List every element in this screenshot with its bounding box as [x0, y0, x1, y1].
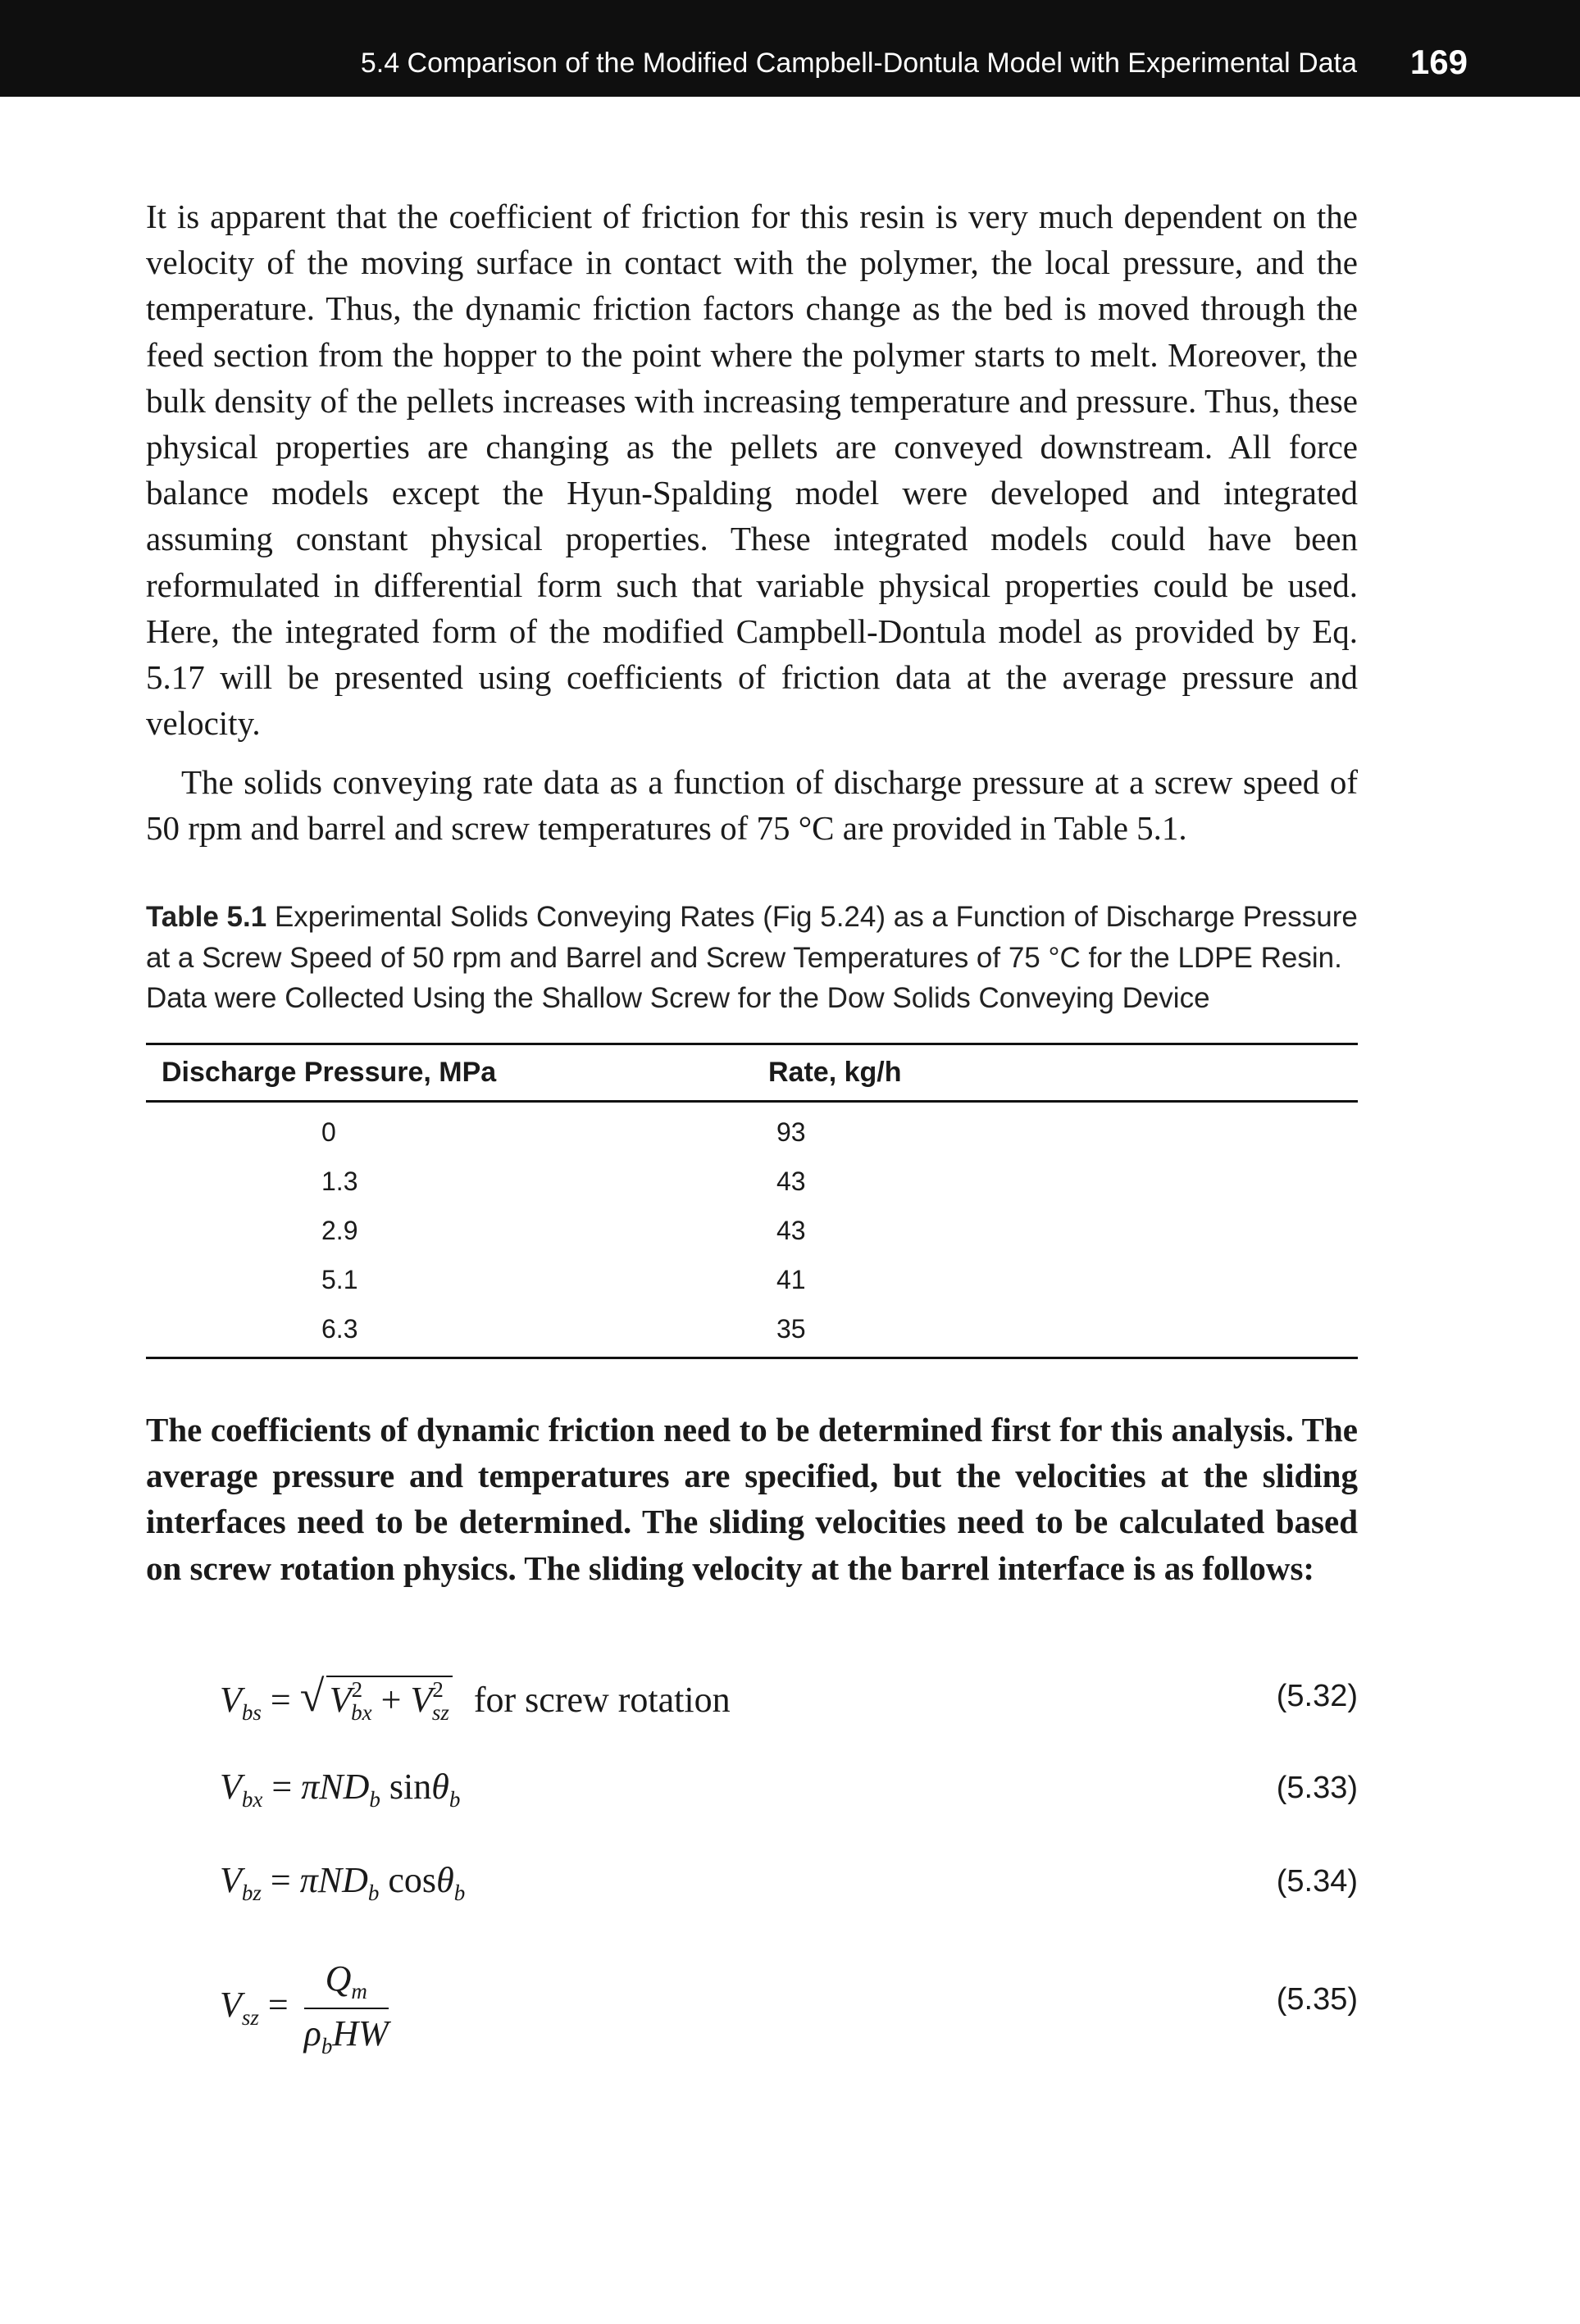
pressure-cell: 6.3 — [321, 1313, 358, 1344]
page-number: 169 — [1409, 43, 1468, 81]
equation-5-33: Vbx = πNDb sinθb (5.33) — [220, 1762, 1358, 1836]
pressure-cell: 2.9 — [321, 1215, 358, 1245]
rate-cell: 93 — [776, 1117, 806, 1147]
table-row: 6.3 35 — [146, 1304, 1358, 1358]
rate-cell: 35 — [776, 1313, 806, 1344]
paragraph-table-reference: The solids conveying rate data as a func… — [146, 763, 1358, 848]
table-header-row: Discharge Pressure, MPa Rate, kg/h — [146, 1044, 1358, 1102]
square-root: √V2bx + V2sz — [300, 1671, 453, 1726]
equation-number: (5.35) — [1276, 1982, 1358, 2017]
table-row: 5.1 41 — [146, 1255, 1358, 1304]
solids-conveying-table: Discharge Pressure, MPa Rate, kg/h 0 93 … — [146, 1043, 1358, 1359]
column-header-pressure: Discharge Pressure, MPa — [162, 1057, 497, 1088]
equation-5-35: Vsz = Qm ρbHW (5.35) — [220, 1958, 1358, 2064]
table-caption-text: Experimental Solids Conveying Rates (Fig… — [146, 901, 1358, 1014]
section-title: 5.4 Comparison of the Modified Campbell-… — [360, 48, 1357, 79]
rate-cell: 43 — [776, 1215, 806, 1245]
rate-cell: 43 — [776, 1166, 806, 1196]
pressure-cell: 1.3 — [321, 1166, 358, 1196]
running-header: 5.4 Comparison of the Modified Campbell-… — [0, 0, 1580, 97]
table-row: 2.9 43 — [146, 1206, 1358, 1255]
table-row: 0 93 — [146, 1102, 1358, 1157]
pressure-cell: 0 — [321, 1117, 336, 1147]
equation-note: for screw rotation — [473, 1680, 731, 1720]
equation-5-34-math: Vbz = πNDb cosθb — [220, 1860, 466, 1905]
table-caption: Table 5.1 Experimental Solids Conveying … — [146, 897, 1358, 1019]
pressure-cell: 5.1 — [321, 1264, 358, 1294]
paragraph-intro: It is apparent that the coefficient of f… — [146, 198, 1358, 743]
column-header-rate: Rate, kg/h — [768, 1057, 902, 1088]
fraction: Qm ρbHW — [303, 1958, 389, 2058]
equation-number: (5.33) — [1276, 1771, 1358, 1805]
equation-number: (5.32) — [1276, 1679, 1358, 1713]
equation-5-33-math: Vbx = πNDb sinθb — [220, 1767, 461, 1812]
equation-5-35-math: Vsz = Qm ρbHW — [220, 1958, 389, 2058]
table-row: 1.3 43 — [146, 1157, 1358, 1206]
table-caption-label: Table 5.1 — [146, 901, 267, 933]
rate-cell: 41 — [776, 1264, 806, 1294]
paragraph-friction: The coefficients of dynamic friction nee… — [146, 1411, 1358, 1587]
equation-5-34: Vbz = πNDb cosθb (5.34) — [220, 1856, 1358, 1930]
equation-number: (5.34) — [1276, 1864, 1358, 1899]
